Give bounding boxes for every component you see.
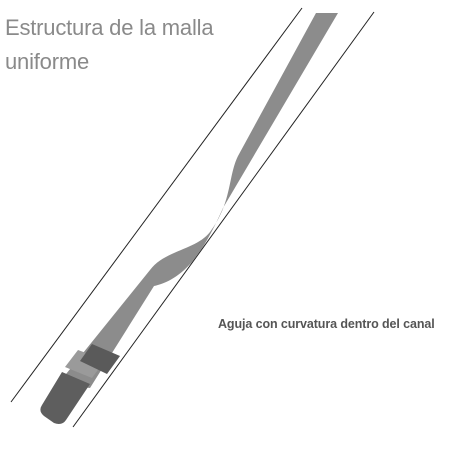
channel-left-wall — [10, 7, 303, 403]
diagram-title: Estructura de la malla uniforme — [5, 15, 214, 74]
needle-body — [58, 13, 338, 388]
channel-right-wall — [72, 11, 375, 428]
needle-band-dark — [80, 344, 120, 374]
needle-tip — [40, 372, 90, 424]
diagram-caption: Aguja con curvatura dentro del canal — [218, 317, 435, 331]
